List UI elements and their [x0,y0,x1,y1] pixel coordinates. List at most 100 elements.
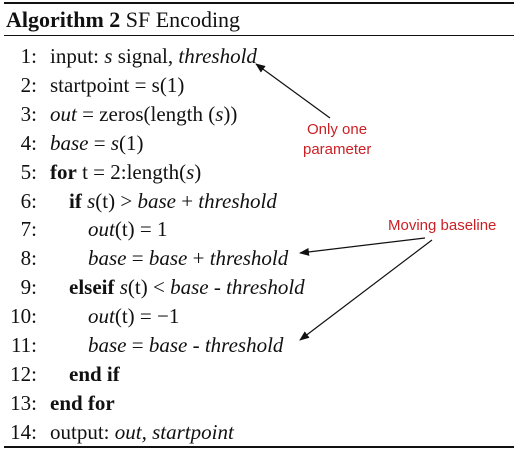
code-text: - [187,333,205,357]
line-number: 12: [10,361,37,386]
variable: base [88,333,127,357]
variable: base [88,246,127,271]
algorithm-line: 5: for t = 2:length(s) [0,158,523,186]
variable: base [50,130,89,155]
variable: s [87,188,96,213]
variable: out [50,101,77,126]
keyword: elseif [69,275,115,300]
algorithm-line: 4: base = s(1) [0,129,523,157]
line-number: 14: [10,419,37,444]
line-code: end if [69,360,120,388]
code-text: startpoint = s(1) [50,72,185,97]
keyword: for [50,159,77,184]
line-code: for t = 2:length(s) [50,158,201,186]
code-text: (t) = 1 [114,217,168,242]
code-text: (t) > [95,188,138,213]
keyword: if [69,188,82,213]
algorithm-line: 10: out(t) = −1 [0,302,523,330]
line-number: 10: [10,304,37,329]
variable: out [88,217,115,242]
code-text: (t) < [127,275,171,300]
annotation-moving-baseline: Moving baseline [388,217,497,234]
line-code: base = s(1) [50,129,144,157]
line-code: out = zeros(length (s)) [50,100,237,128]
variable: threshold [209,246,289,271]
line-code: base = base + threshold [88,244,288,272]
variable: threshold [204,333,284,357]
variable: base [148,333,188,357]
code-text: = [126,246,149,271]
annotation-only-one: Only one [307,121,368,138]
algorithm-line: 9: elseif s(t) < base - threshold [0,273,523,301]
variable: s [104,44,113,68]
code-text: = zeros(length ( [76,101,216,126]
code-text: (t) = −1 [114,304,180,329]
line-code: output: out, startpoint [50,418,234,446]
line-code: end for [50,389,115,417]
variable: base [137,188,176,213]
code-text: t = 2:length( [76,159,187,184]
line-number: 5: [20,159,37,184]
variable: threshold [226,275,305,300]
line-number: 13: [10,390,37,415]
bottom-rule [4,446,514,448]
variable: base [148,246,188,271]
line-number: 7: [20,217,37,242]
algorithm-line: 11: base = base - threshold [0,331,523,359]
code-text: + [187,246,210,271]
variable: out, startpoint [114,419,234,444]
code-text: ) [194,159,202,184]
line-number: 2: [20,72,37,97]
keyword: end if [69,361,120,386]
algorithm-title: Algorithm 2 SF Encoding [6,7,240,33]
code-text: input: [50,44,105,68]
arrow-to-line-8 [299,237,426,256]
algorithm-line: 1:input: s signal, threshold [0,42,523,70]
code-text: - [208,275,227,300]
line-number: 11: [10,333,37,357]
variable: s [215,101,224,126]
algorithm-line: 6: if s(t) > base + threshold [0,187,523,215]
code-text: = [126,333,149,357]
arrow-to-threshold [255,63,331,119]
variable: out [88,304,115,329]
line-code: elseif s(t) < base - threshold [69,273,305,301]
line-number: 9: [20,275,37,300]
annotation-parameter: parameter [303,141,372,158]
line-code: input: s signal, threshold [50,42,257,70]
variable: threshold [198,188,277,213]
line-number: 4: [20,130,37,155]
algorithm-line: 3: out = zeros(length (s)) [0,100,523,128]
arrow-to-line-11 [299,239,433,341]
algorithm-line: 12: end if [0,360,523,388]
algorithm-label: Algorithm 2 [6,7,121,32]
variable: s [110,130,120,155]
variable: base [170,275,209,300]
line-code: startpoint = s(1) [50,71,184,99]
algorithm-line: 13: end for [0,389,523,417]
line-code: base = base - threshold [88,331,283,359]
line-number: 3: [20,101,37,126]
line-number: 8: [20,246,37,271]
keyword: end for [50,390,115,415]
code-text: )) [223,101,238,126]
line-code: if s(t) > base + threshold [69,187,277,215]
code-text: (1) [119,130,144,155]
line-code: out(t) = −1 [88,302,179,330]
variable: s [186,159,195,184]
algorithm-line: 2: startpoint = s(1) [0,71,523,99]
line-code: out(t) = 1 [88,215,168,243]
code-text: = [88,130,111,155]
algorithm-line: 14: output: out, startpoint [0,418,523,446]
variable: s [119,275,128,300]
variable: threshold [178,44,257,68]
algorithm-line: 8: base = base + threshold [0,244,523,272]
line-number: 6: [20,188,37,213]
top-rule [4,2,514,4]
code-text: signal, [112,44,179,68]
code-text: output: [50,419,115,444]
code-text: + [175,188,199,213]
algorithm-name: SF Encoding [125,7,241,32]
algorithm-line: 7: out(t) = 1 [0,215,523,243]
